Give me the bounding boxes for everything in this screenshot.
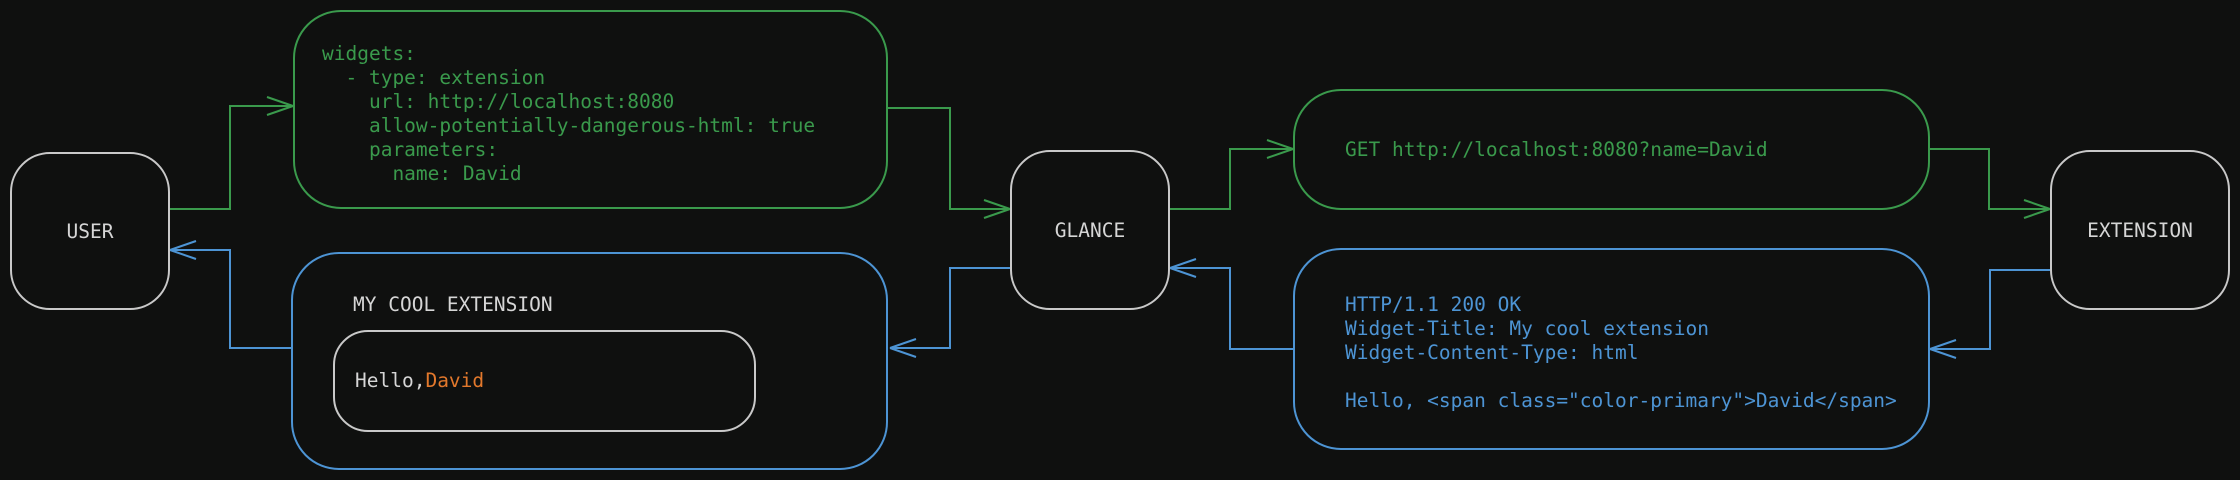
http-request-box: GET http://localhost:8080?name=David: [1293, 89, 1930, 210]
greeting-prefix: Hello,: [355, 369, 426, 392]
config-yaml-code: widgets: - type: extension url: http://l…: [322, 42, 816, 185]
arrowhead-icon: [1929, 339, 1957, 359]
widget-title: MY COOL EXTENSION: [353, 293, 553, 316]
config-yaml-box: widgets: - type: extension url: http://l…: [293, 10, 888, 209]
node-glance-label: GLANCE: [1054, 218, 1126, 242]
http-request-code: GET http://localhost:8080?name=David: [1345, 137, 1768, 161]
edge-widget-to-user: [169, 240, 291, 349]
arrowhead-icon: [169, 240, 197, 260]
edge-request-to-extension: [1930, 148, 2051, 219]
greeting-name: David: [425, 369, 485, 392]
node-extension: EXTENSION: [2050, 150, 2230, 310]
edge-config-to-glance: [888, 107, 1011, 219]
arrowhead-icon: [889, 338, 917, 358]
edge-extension-to-response: [1929, 269, 2050, 359]
node-user: USER: [10, 152, 170, 310]
widget-preview-box: MY COOL EXTENSION Hello, David: [291, 252, 888, 470]
node-extension-label: EXTENSION: [2087, 218, 2193, 242]
edge-glance-to-request: [1170, 139, 1294, 210]
edge-glance-to-widget: [889, 267, 1010, 358]
arrowhead-icon: [1266, 139, 1294, 159]
arrowhead-icon: [266, 96, 294, 116]
widget-greeting-box: Hello, David: [333, 330, 756, 432]
arrowhead-icon: [2023, 199, 2051, 219]
http-response-code: HTTP/1.1 200 OK Widget-Title: My cool ex…: [1345, 293, 1897, 412]
arrowhead-icon: [1169, 258, 1197, 278]
edge-response-to-glance: [1169, 258, 1293, 350]
node-user-label: USER: [66, 219, 114, 243]
http-response-box: HTTP/1.1 200 OK Widget-Title: My cool ex…: [1293, 248, 1930, 450]
edge-user-to-config: [170, 96, 294, 210]
node-glance: GLANCE: [1010, 150, 1170, 310]
arrowhead-icon: [983, 199, 1011, 219]
